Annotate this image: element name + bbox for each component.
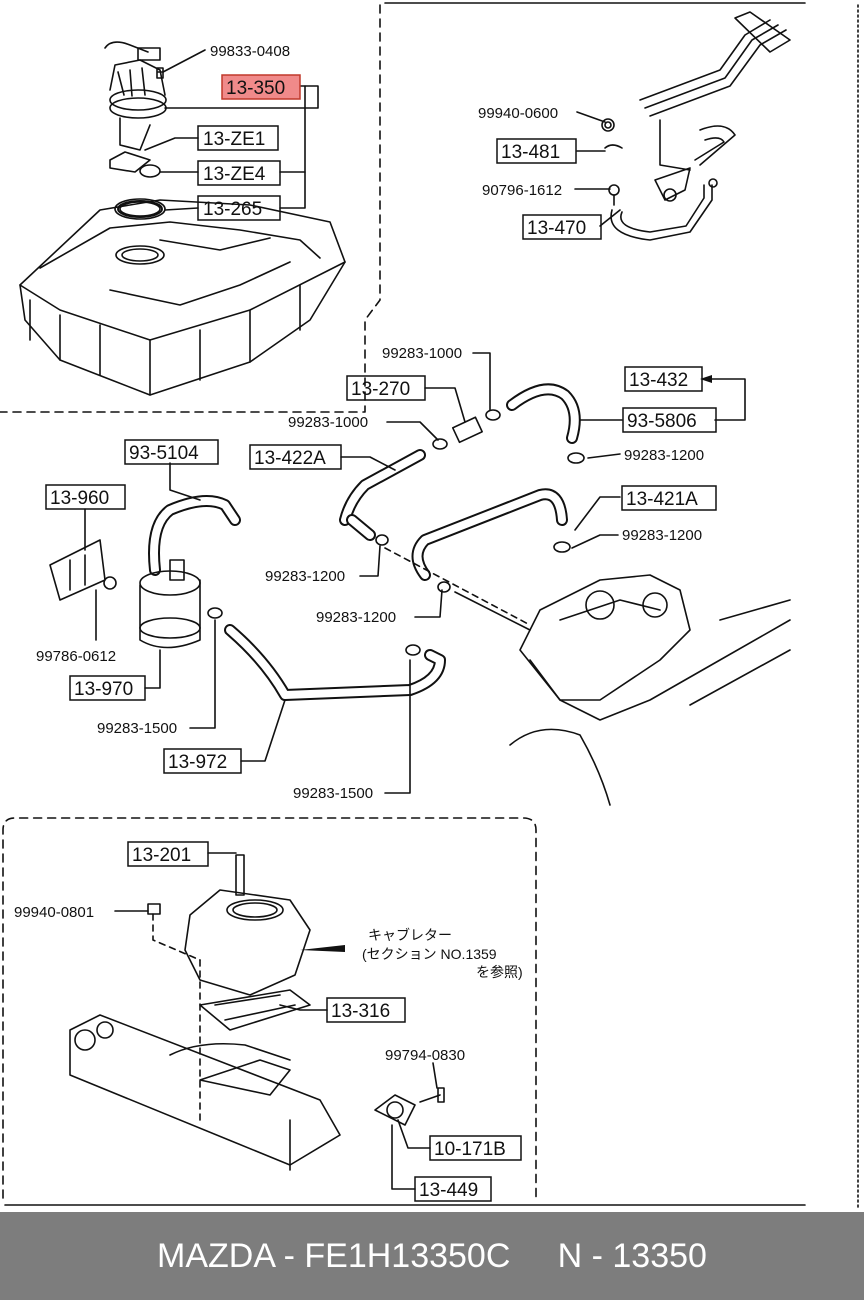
part-label[interactable]: 13-481 bbox=[501, 142, 560, 163]
part-label: 99283-1500 bbox=[97, 720, 177, 737]
part-label: 99940-0801 bbox=[14, 904, 94, 921]
part-label[interactable]: 93-5806 bbox=[627, 411, 697, 432]
carb-note-line3: を参照) bbox=[476, 964, 523, 980]
part-label[interactable]: 13-422A bbox=[254, 448, 326, 469]
part-label[interactable]: 13-201 bbox=[132, 845, 191, 866]
part-label: 99283-1500 bbox=[293, 785, 373, 802]
diagram-drawing: 99833-0408 13-350 13-ZE1 13-ZE4 13-265 9… bbox=[0, 2, 859, 1211]
part-label[interactable]: 10-171B bbox=[434, 1139, 506, 1160]
part-label: 99283-1000 bbox=[288, 414, 368, 431]
part-label[interactable]: 93-5104 bbox=[129, 443, 199, 464]
carb-note-line1: キャブレター bbox=[368, 927, 452, 943]
highlight-box bbox=[221, 74, 301, 100]
part-label[interactable]: 13-270 bbox=[351, 379, 410, 400]
part-label[interactable]: 13-449 bbox=[419, 1180, 478, 1201]
part-number-footer: MAZDA - FE1H13350C N - 13350 bbox=[0, 1212, 864, 1300]
part-label: 99283-1200 bbox=[624, 447, 704, 464]
part-label[interactable]: 13-ZE4 bbox=[203, 164, 266, 185]
part-label[interactable]: 13-265 bbox=[203, 199, 262, 220]
part-label[interactable]: 13-ZE1 bbox=[203, 129, 265, 150]
parts-diagram: 99833-0408 13-350 13-ZE1 13-ZE4 13-265 9… bbox=[0, 2, 859, 1211]
footer-ref-number: N - 13350 bbox=[557, 1236, 707, 1275]
part-label: 99283-1000 bbox=[382, 345, 462, 362]
part-label: 99283-1200 bbox=[265, 568, 345, 585]
part-label: 90796-1612 bbox=[482, 182, 562, 199]
part-label[interactable]: 13-432 bbox=[629, 370, 688, 391]
part-label: 99940-0600 bbox=[478, 105, 558, 122]
part-label: 99833-0408 bbox=[210, 43, 290, 60]
part-label[interactable]: 13-421A bbox=[626, 489, 698, 510]
part-label: 99786-0612 bbox=[36, 648, 116, 665]
footer-brand-part: MAZDA - FE1H13350C bbox=[157, 1236, 511, 1275]
footer-gap bbox=[510, 1237, 557, 1276]
part-label[interactable]: 13-970 bbox=[74, 679, 133, 700]
part-label[interactable]: 13-470 bbox=[527, 218, 586, 239]
part-label-highlighted[interactable]: 13-350 bbox=[226, 78, 285, 99]
part-label: 99794-0830 bbox=[385, 1047, 465, 1064]
part-label: 99283-1200 bbox=[316, 609, 396, 626]
part-label[interactable]: 13-316 bbox=[331, 1001, 390, 1022]
part-label[interactable]: 13-972 bbox=[168, 752, 227, 773]
part-label[interactable]: 13-960 bbox=[50, 488, 109, 509]
carb-note-line2: (セクション NO.1359 bbox=[362, 946, 497, 962]
part-label: 99283-1200 bbox=[622, 527, 702, 544]
